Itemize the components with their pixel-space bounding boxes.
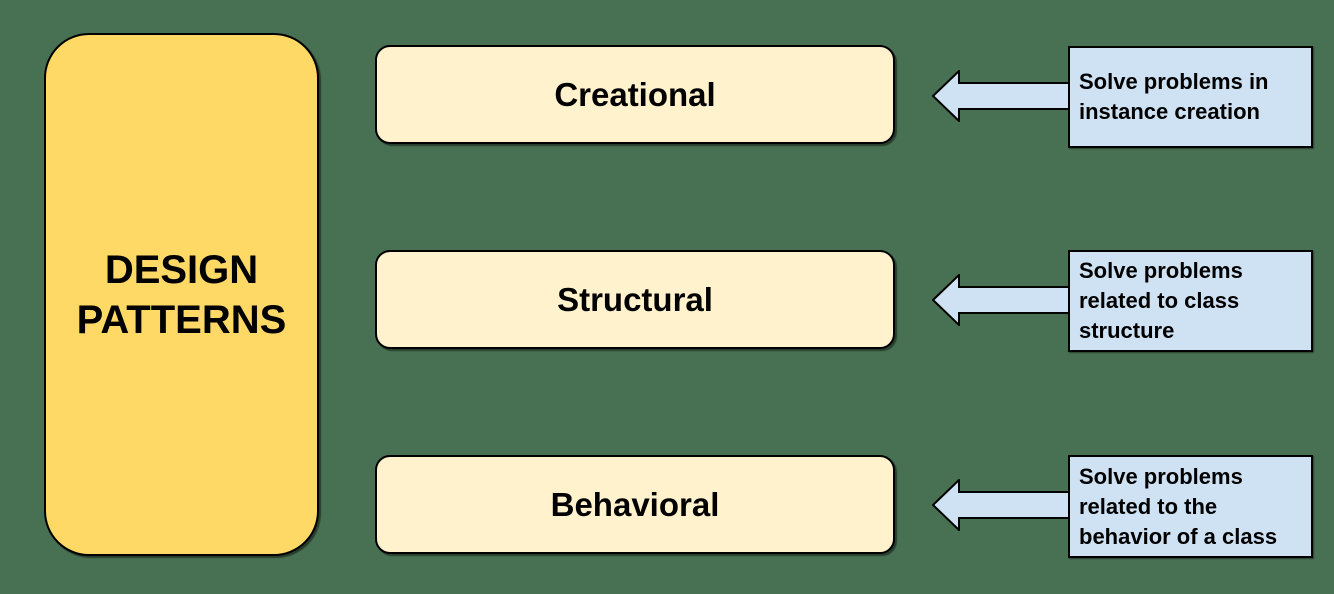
category-node-structural: Structural bbox=[375, 250, 895, 349]
left-arrow-icon bbox=[932, 479, 1070, 531]
category-label: Behavioral bbox=[550, 485, 720, 523]
design-patterns-node: DESIGN PATTERNS bbox=[44, 33, 319, 556]
category-label: Creational bbox=[554, 75, 716, 113]
note-structural: Solve problems related to class structur… bbox=[1068, 250, 1313, 352]
note-text: Solve problems in instance creation bbox=[1079, 69, 1269, 124]
category-label: Structural bbox=[557, 280, 713, 318]
left-arrow-icon bbox=[932, 274, 1070, 326]
note-text: Solve problems related to class structur… bbox=[1079, 258, 1243, 343]
note-behavioral: Solve problems related to the behavior o… bbox=[1068, 455, 1313, 558]
note-creational: Solve problems in instance creation bbox=[1068, 46, 1313, 148]
left-arrow-icon bbox=[932, 70, 1070, 122]
design-patterns-label: DESIGN PATTERNS bbox=[76, 247, 287, 342]
category-node-behavioral: Behavioral bbox=[375, 455, 895, 554]
category-node-creational: Creational bbox=[375, 45, 895, 144]
note-text: Solve problems related to the behavior o… bbox=[1079, 463, 1278, 549]
